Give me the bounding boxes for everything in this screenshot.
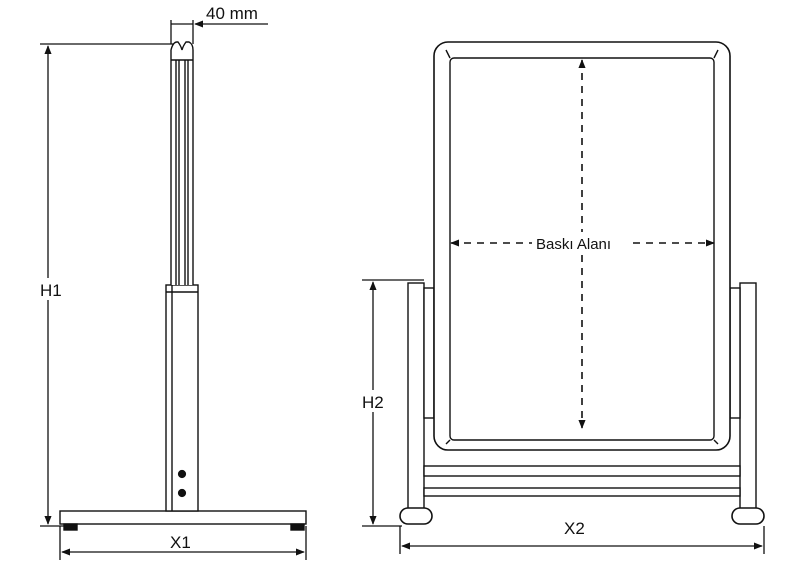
- dimension-label-h2: H2: [362, 393, 384, 412]
- bolt-icon: [177, 469, 187, 479]
- front-upright-right: [739, 282, 757, 514]
- dimension-label-x1: X1: [170, 533, 191, 552]
- dimension-thickness: [170, 20, 268, 44]
- front-wheel-right: [731, 507, 765, 525]
- side-upper-profile: [170, 41, 194, 285]
- print-area-label: Baskı Alanı: [536, 236, 611, 253]
- dimension-x1: [59, 526, 307, 560]
- side-foot-right: [290, 523, 305, 531]
- side-view: [59, 41, 307, 531]
- bolt-icon: [177, 488, 187, 498]
- dimension-label-thickness: 40 mm: [206, 4, 258, 23]
- dimension-x2: [399, 526, 765, 554]
- dimension-label-h1: H1: [40, 281, 62, 300]
- side-foot-left: [63, 523, 78, 531]
- front-wheel-left: [399, 507, 433, 525]
- front-upright-left: [407, 282, 425, 514]
- dimension-label-x2: X2: [564, 519, 585, 538]
- side-base-plate: [59, 510, 307, 525]
- front-crossbar: [423, 465, 741, 477]
